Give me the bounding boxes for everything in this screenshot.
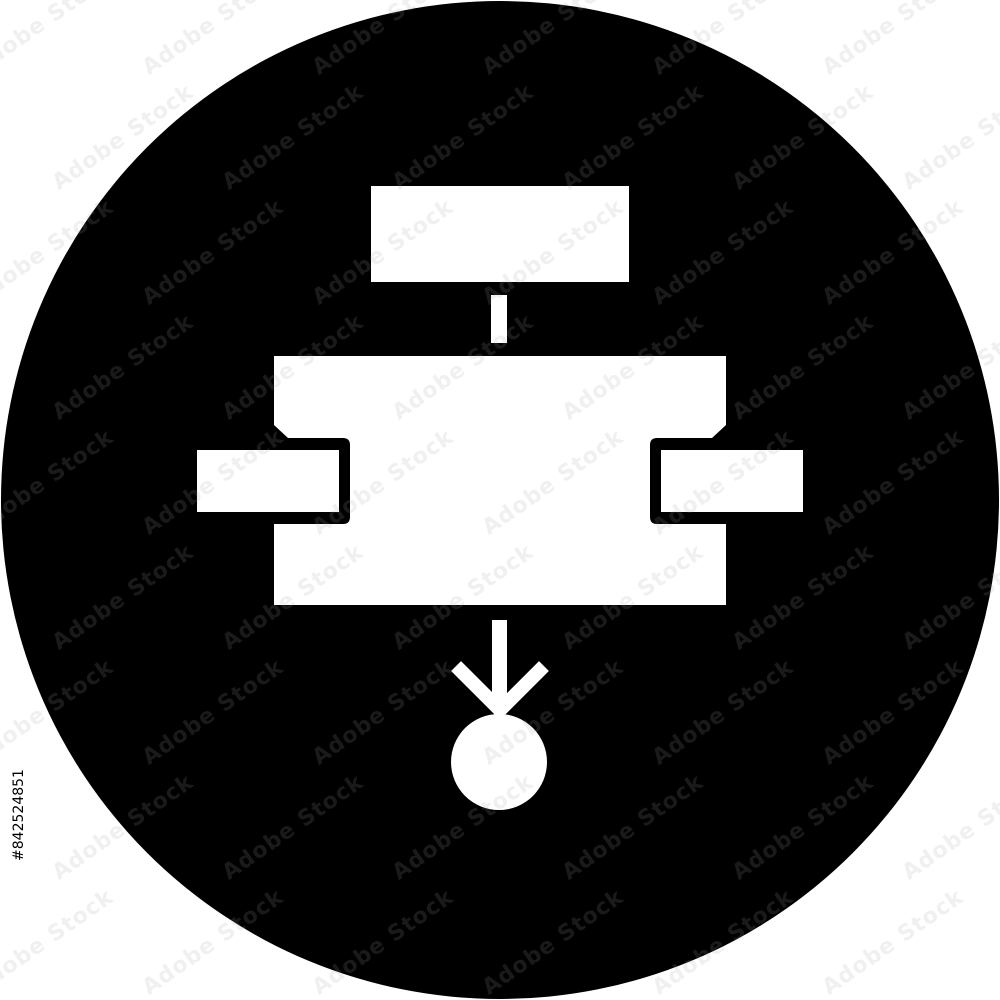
arrow-shaft xyxy=(492,620,507,700)
stock-id-label: #842524851 xyxy=(4,760,34,870)
arrow-head xyxy=(451,661,549,720)
right-output-tab xyxy=(661,450,803,512)
end-terminal-circle xyxy=(451,714,547,810)
top-process-box xyxy=(371,186,629,282)
left-input-tab xyxy=(197,450,339,512)
stock-id-text: #842524851 xyxy=(11,769,27,861)
connector-line xyxy=(491,295,507,343)
main-process-block xyxy=(274,356,726,605)
